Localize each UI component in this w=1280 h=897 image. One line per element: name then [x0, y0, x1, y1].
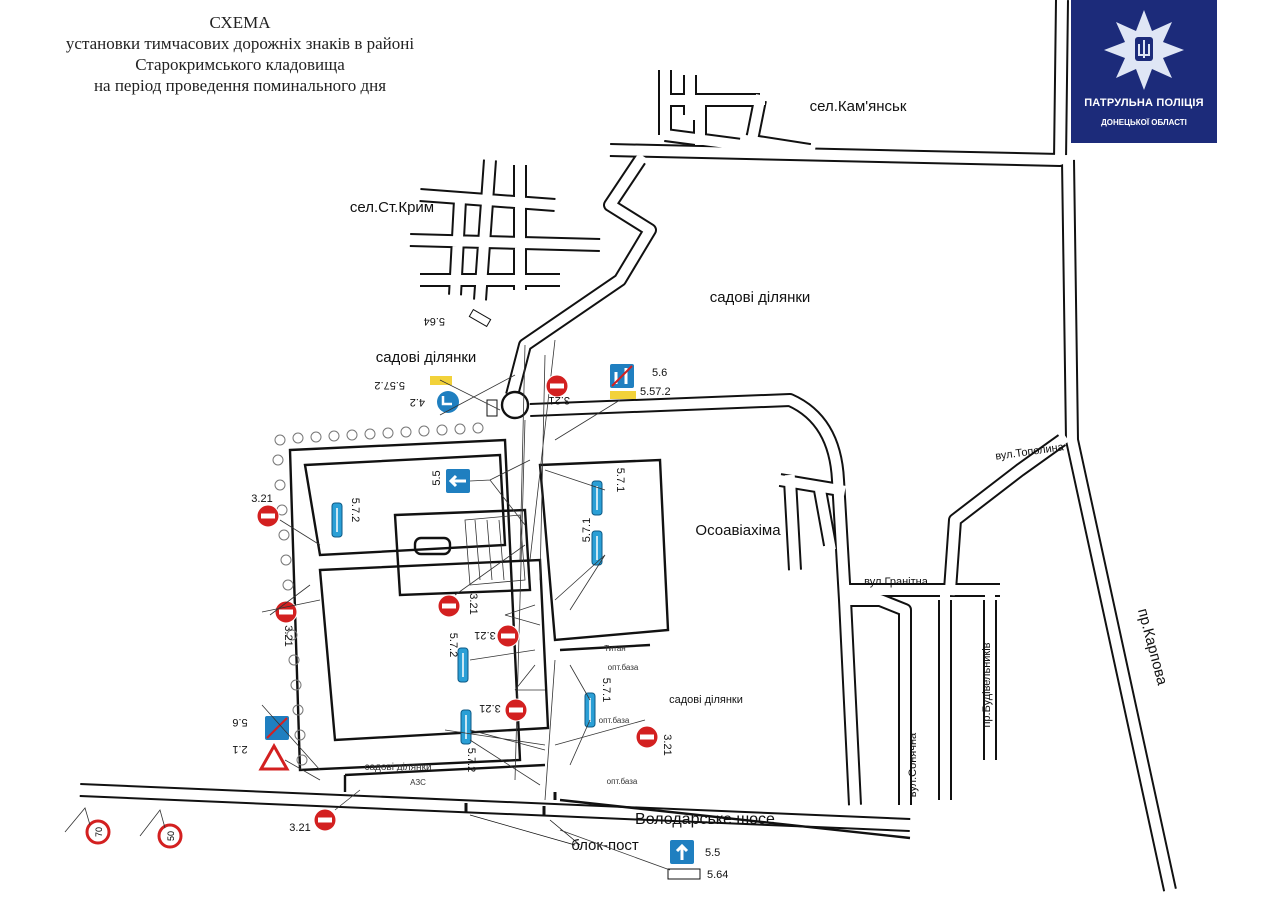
sign-label: 3.21	[661, 734, 673, 755]
label-gas-station: АЗС	[410, 778, 426, 787]
sign-label: 5.5	[431, 470, 443, 485]
sign-label: 5.64	[707, 869, 728, 881]
sign-label: 5.57.2	[374, 379, 405, 391]
label-kamyansk: сел.Кам'янськ	[810, 98, 907, 115]
plate-5-64	[667, 868, 701, 880]
speed-limit-label: 50	[166, 831, 176, 841]
sign-label: 5.7.1	[581, 518, 593, 542]
checkpoint-markers	[464, 792, 581, 846]
label-gardens: садові ділянки	[364, 762, 431, 773]
label-titan: Титан	[604, 644, 625, 653]
sign-label: 5.6	[652, 367, 667, 379]
sign-label: 5.6	[232, 716, 247, 728]
sign-post	[486, 399, 498, 417]
sign-label: 5.7.2	[465, 748, 477, 772]
title-line: Старокримського кладовища	[135, 55, 345, 74]
logo-subtitle: ДОНЕЦЬКОЇ ОБЛАСТІ	[1101, 118, 1187, 127]
sign-label: 3.21	[474, 629, 495, 641]
parking-lane-sign-icon	[331, 502, 343, 538]
label-sonyachna: вул.Сонячна	[907, 732, 919, 797]
one-way-up-sign-icon	[670, 840, 694, 864]
label-gardens: садові ділянки	[376, 349, 477, 366]
one-way-left-sign-icon	[446, 469, 470, 493]
scheme-title: СХЕМА установки тимчасових дорожніх знак…	[20, 12, 460, 96]
roads	[74, 0, 1177, 896]
no-entry-sign-icon	[504, 698, 528, 722]
title-line: на період проведення поминального дня	[93, 76, 387, 95]
label-volodarske: Володарське шосе	[635, 811, 775, 828]
no-entry-sign-icon	[496, 624, 520, 648]
plate-5-57-2	[610, 391, 636, 399]
label-hranitna: вул.Гранітна	[864, 576, 929, 588]
label-wholesale: опт.база	[607, 777, 638, 786]
sign-5-64	[468, 308, 492, 328]
lane-sign-icon	[584, 692, 596, 728]
lane-end-sign-icon	[610, 364, 634, 388]
label-checkpoint: блок-пост	[571, 837, 639, 854]
sign-label: 4.2	[410, 396, 425, 408]
label-wholesale: опт.база	[608, 663, 639, 672]
sign-label: 3.21	[467, 593, 479, 614]
title-line: СХЕМА	[209, 13, 271, 32]
sign-label: 5.7.1	[614, 468, 626, 492]
no-entry-sign-icon	[545, 374, 569, 398]
cemetery-area	[272, 339, 911, 840]
sign-label: 5.64	[424, 315, 445, 327]
no-entry-sign-icon	[437, 594, 461, 618]
sign-label: 3.21	[479, 702, 500, 714]
no-entry-sign-icon	[256, 504, 280, 528]
sign-label: 5.57.2	[640, 386, 671, 398]
sign-label: 3.21	[549, 394, 570, 406]
sign-label: 5.7.2	[447, 633, 459, 657]
parking-lane-sign-icon	[460, 709, 472, 745]
speed-limit-70-icon	[85, 819, 111, 845]
lane-sign-icon	[591, 530, 603, 566]
roundabout	[500, 390, 530, 420]
speed-limit-50-icon	[157, 823, 183, 849]
no-entry-sign-icon	[635, 725, 659, 749]
label-st-krym: сел.Ст.Крим	[350, 199, 434, 216]
no-entry-sign-icon	[313, 808, 337, 832]
give-way-sign-icon	[258, 742, 290, 771]
sign-label: 3.21	[282, 625, 294, 646]
no-entry-sign-icon	[274, 600, 298, 624]
keep-right-icon	[437, 391, 459, 413]
label-gardens: садові ділянки	[710, 289, 811, 306]
sign-label: 2.1	[232, 743, 247, 755]
logo-title: ПАТРУЛЬНА ПОЛІЦІЯ	[1084, 97, 1204, 109]
lane-end-sign-icon	[265, 716, 289, 740]
sign-label: 3.21	[289, 822, 310, 834]
sign-label: 3.21	[251, 493, 272, 505]
sign-label: 5.5	[705, 847, 720, 859]
sign-label: 5.7.2	[349, 498, 361, 522]
police-star-icon	[1104, 10, 1184, 90]
patrol-police-logo: ПАТРУЛЬНА ПОЛІЦІЯ ДОНЕЦЬКОЇ ОБЛАСТІ	[1071, 0, 1217, 143]
label-osoaviakhima: Осоавіахіма	[695, 522, 781, 539]
label-gardens: садові ділянки	[669, 694, 743, 706]
sign-label: 5.7.1	[600, 678, 612, 702]
speed-limit-label: 70	[94, 827, 104, 837]
label-wholesale: опт.база	[599, 716, 630, 725]
label-budivelnykiv: пр.Будівельників	[981, 642, 993, 727]
title-line: установки тимчасових дорожніх знаків в р…	[65, 34, 415, 53]
label-karpova: пр.Карпова	[1134, 607, 1171, 688]
